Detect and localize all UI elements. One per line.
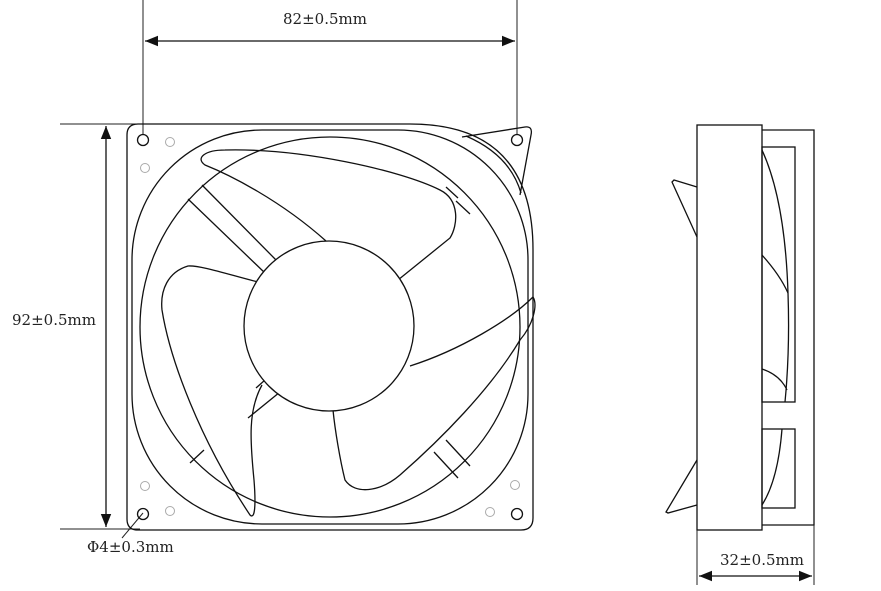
front-view xyxy=(126,123,536,531)
hole-dimension-label: Φ4±0.3mm xyxy=(87,538,174,556)
height-dimension-label: 92±0.5mm xyxy=(12,311,96,329)
mounting-bracket xyxy=(461,126,533,196)
fan-blade-right xyxy=(332,295,536,491)
venturi-ring xyxy=(139,136,521,518)
fan-shroud xyxy=(131,129,529,525)
mount-hole xyxy=(510,133,524,147)
side-view xyxy=(665,124,815,585)
side-frame-body xyxy=(696,124,763,531)
mount-hole xyxy=(136,133,150,147)
mount-hole xyxy=(136,507,150,521)
width-dimension xyxy=(142,0,518,135)
fan-frame xyxy=(126,123,534,531)
fan-blade-top xyxy=(200,149,457,281)
side-bracket-bottom xyxy=(665,459,698,514)
width-dimension-label: 82±0.5mm xyxy=(283,10,367,28)
depth-dimension-label: 32±0.5mm xyxy=(720,551,804,569)
fan-hub xyxy=(243,240,415,412)
hole-leader xyxy=(121,512,144,539)
mount-hole xyxy=(510,507,524,521)
fan-blade-left xyxy=(161,265,263,517)
side-bracket-top xyxy=(671,179,698,238)
